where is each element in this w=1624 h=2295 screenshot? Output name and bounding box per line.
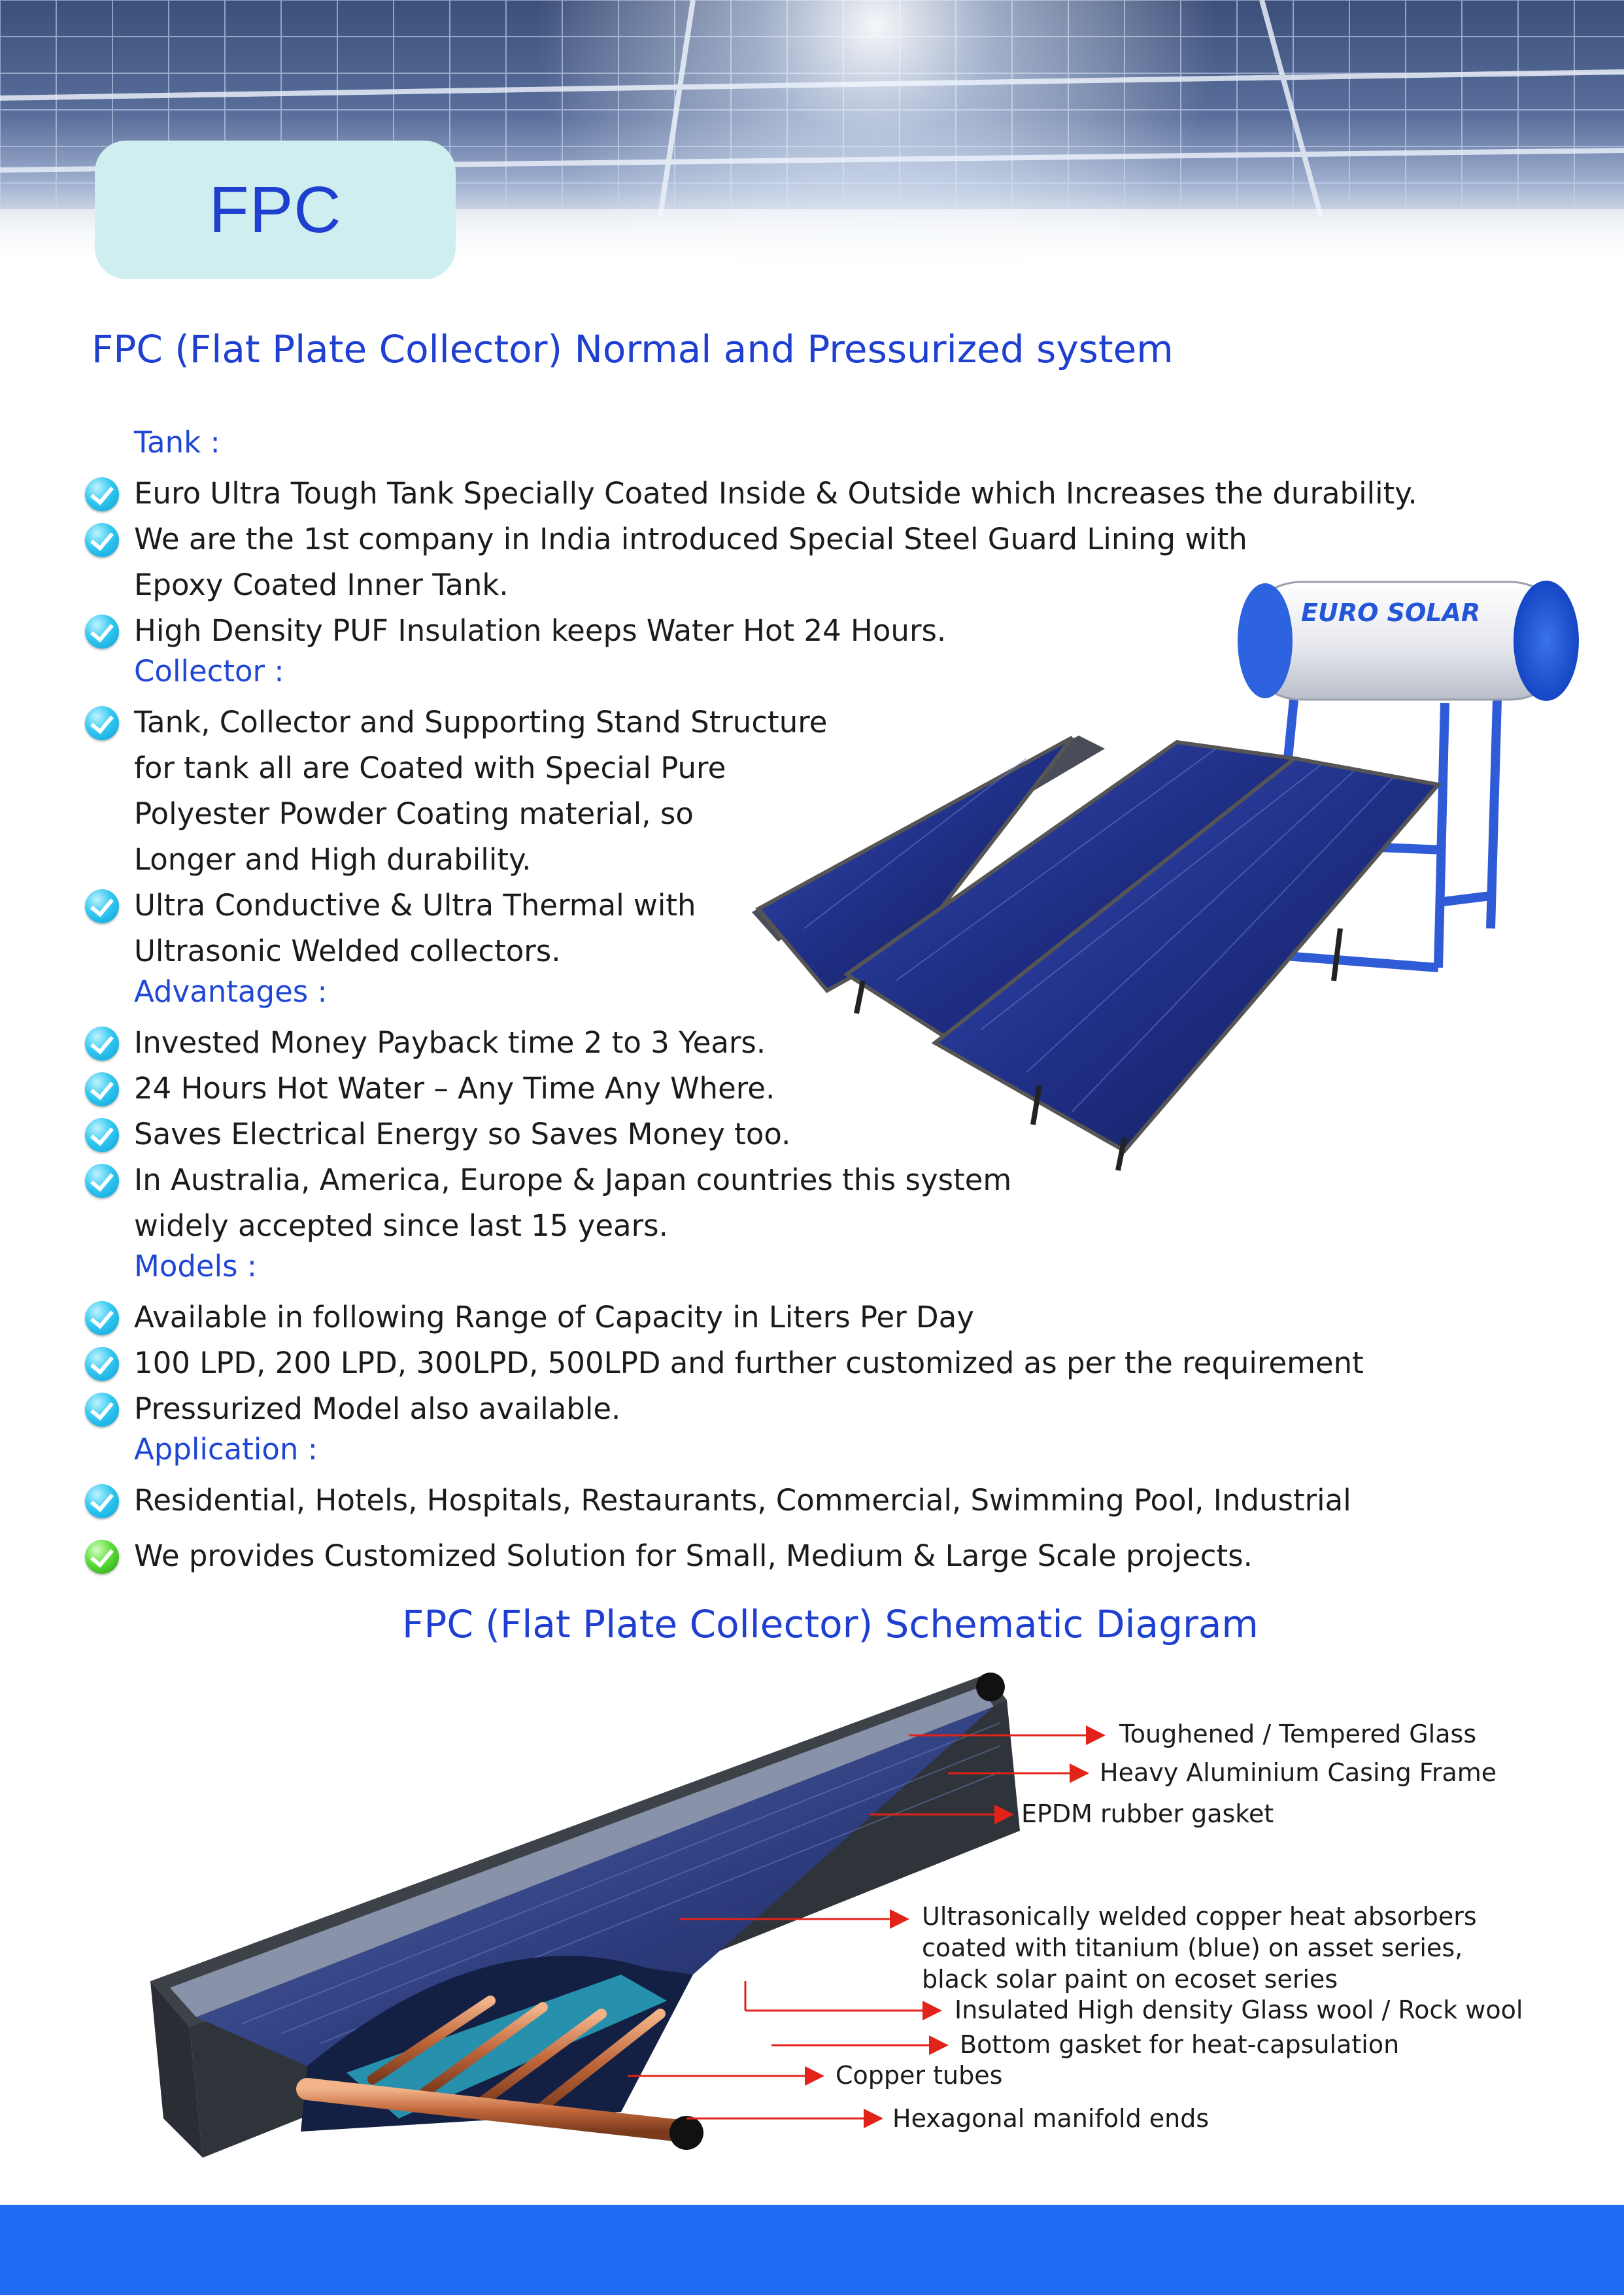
list-item-text: Residential, Hotels, Hospitals, Restaura… [134, 1483, 1351, 1518]
list-item-text: Euro Ultra Tough Tank Specially Coated I… [134, 476, 1417, 511]
list-item-text: Tank, Collector and Supporting Stand Str… [134, 705, 828, 740]
check-icon [85, 1072, 119, 1106]
section-application-heading: Application : [134, 1432, 318, 1467]
copper-tubes [367, 1996, 666, 2117]
manifold-end [669, 2116, 703, 2150]
tempered-glass [196, 1707, 994, 2066]
label-insulation: Insulated High density Glass wool / Rock… [955, 1996, 1523, 2024]
label-absorber-1: Ultrasonically welded copper heat absorb… [922, 1902, 1477, 1931]
section-advantages-heading: Advantages : [134, 974, 328, 1009]
label-bottom-gasket: Bottom gasket for heat-capsulation [960, 2030, 1400, 2059]
check-icon [85, 706, 119, 740]
insulation-layer [347, 1975, 667, 2118]
section-models-heading: Models : [134, 1249, 258, 1284]
list-item-text: We provides Customized Solution for Smal… [134, 1538, 1253, 1573]
check-icon [85, 1484, 119, 1518]
water-tank: EURO SOLAR [1238, 581, 1579, 701]
fpc-tab-label: FPC [209, 173, 342, 246]
check-icon [85, 1164, 119, 1198]
list-item-text: Available in following Range of Capacity… [134, 1300, 974, 1334]
check-icon [85, 615, 119, 649]
label-absorber-2: coated with titanium (blue) on asset ser… [922, 1933, 1463, 1962]
list-item-text: for tank all are Coated with Special Pur… [134, 751, 726, 785]
label-manifold: Hexagonal manifold ends [892, 2104, 1210, 2133]
list-item-text: We are the 1st company in India introduc… [134, 522, 1247, 556]
check-icon [85, 1393, 119, 1427]
list-item-text: Polyester Powder Coating material, so [134, 796, 694, 831]
product-logo: EURO SOLAR [1301, 598, 1480, 627]
check-icon [85, 1347, 119, 1381]
label-absorber-3: black solar paint on ecoset series [922, 1965, 1338, 1994]
check-icon [85, 1540, 119, 1574]
label-frame: Heavy Aluminium Casing Frame [1100, 1758, 1497, 1787]
list-item-text: Saves Electrical Energy so Saves Money t… [134, 1117, 791, 1151]
check-icon [85, 523, 119, 557]
diagram-title: FPC (Flat Plate Collector) Schematic Dia… [402, 1602, 1259, 1646]
check-icon [85, 1027, 119, 1061]
list-item-text: 24 Hours Hot Water – Any Time Any Where. [134, 1071, 775, 1106]
list-item-text: In Australia, America, Europe & Japan co… [134, 1163, 1012, 1197]
list-item-text: Invested Money Payback time 2 to 3 Years… [134, 1025, 766, 1060]
list-item-text: 100 LPD, 200 LPD, 300LPD, 500LPD and fur… [134, 1346, 1364, 1380]
solar-water-heater-image: EURO SOLAR [752, 581, 1579, 1171]
page-title: FPC (Flat Plate Collector) Normal and Pr… [92, 327, 1174, 371]
check-icon [85, 1301, 119, 1335]
list-item-text: Ultra Conductive & Ultra Thermal with [134, 888, 696, 923]
list-item-text: High Density PUF Insulation keeps Water … [134, 613, 947, 648]
list-item-text: Epoxy Coated Inner Tank. [134, 568, 509, 602]
collector-panels [752, 736, 1442, 1171]
fpc-tab[interactable]: FPC [95, 141, 456, 279]
list-item-text: widely accepted since last 15 years. [134, 1208, 668, 1243]
label-glass: Toughened / Tempered Glass [1119, 1720, 1477, 1748]
collector-schematic-image [150, 1673, 1020, 2158]
manifold-header [296, 2078, 698, 2143]
check-icon [85, 477, 119, 511]
section-tank-heading: Tank : [134, 425, 220, 460]
list-item-text: Pressurized Model also available. [134, 1391, 621, 1426]
check-icon [85, 889, 119, 923]
label-gasket: EPDM rubber gasket [1021, 1799, 1274, 1828]
section-collector-heading: Collector : [134, 654, 284, 688]
label-copper-tubes: Copper tubes [836, 2061, 1003, 2090]
check-icon [85, 1118, 119, 1152]
list-item-text: Ultrasonic Welded collectors. [134, 934, 561, 968]
list-item-text: Longer and High durability. [134, 842, 532, 877]
footer-bar [0, 2205, 1624, 2295]
